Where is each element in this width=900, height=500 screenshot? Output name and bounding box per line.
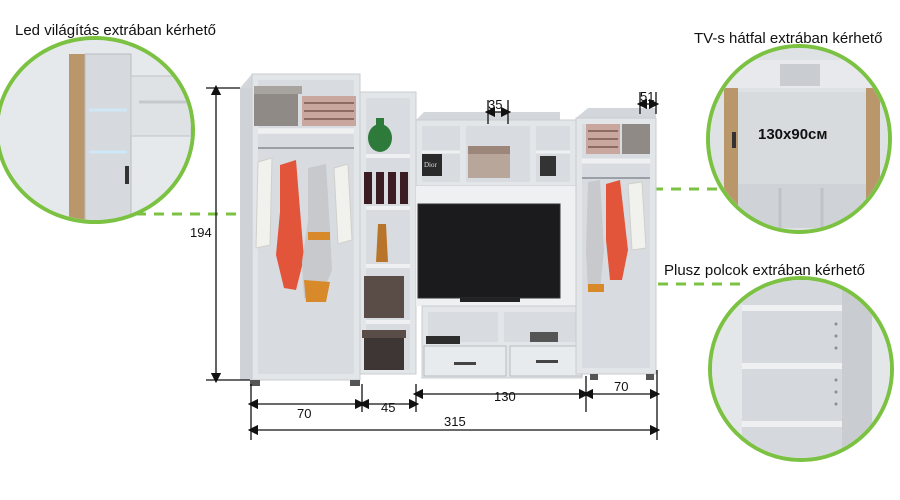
tv-back-size-label: 130x90cм: [758, 126, 828, 143]
caption-led: Led világítás extrában kérhető: [15, 22, 216, 39]
tv-unit: Dior: [415, 112, 583, 379]
dim-height: 194: [190, 225, 212, 240]
detail-led-lighting: [0, 36, 195, 224]
dim-width-total: 315: [444, 414, 466, 429]
led-detail-illustration: [0, 40, 191, 220]
dim-depth-tv: 35: [488, 97, 503, 112]
caption-tv-back: TV-s hátfal extrában kérhető: [694, 30, 883, 47]
right-wardrobe: [575, 108, 657, 380]
detail-extra-shelves: [708, 276, 894, 462]
dim-width-right: 70: [614, 379, 629, 394]
caption-extra-shelves: Plusz polcok extrában kérhető: [664, 262, 865, 279]
dim-width-tv: 130: [494, 389, 516, 404]
tv-back-detail-illustration: [710, 48, 888, 230]
detail-tv-back-panel: 130x90cм: [706, 44, 892, 234]
box-label: Dior: [424, 161, 438, 169]
shelf-column: [359, 91, 417, 375]
dim-width-left: 70: [297, 406, 312, 421]
dim-width-shelf: 45: [381, 400, 396, 415]
dim-depth-right: 51: [640, 89, 655, 104]
left-wardrobe: [240, 73, 361, 386]
shelves-detail-illustration: [712, 280, 890, 458]
dimension-lines: [206, 84, 661, 440]
